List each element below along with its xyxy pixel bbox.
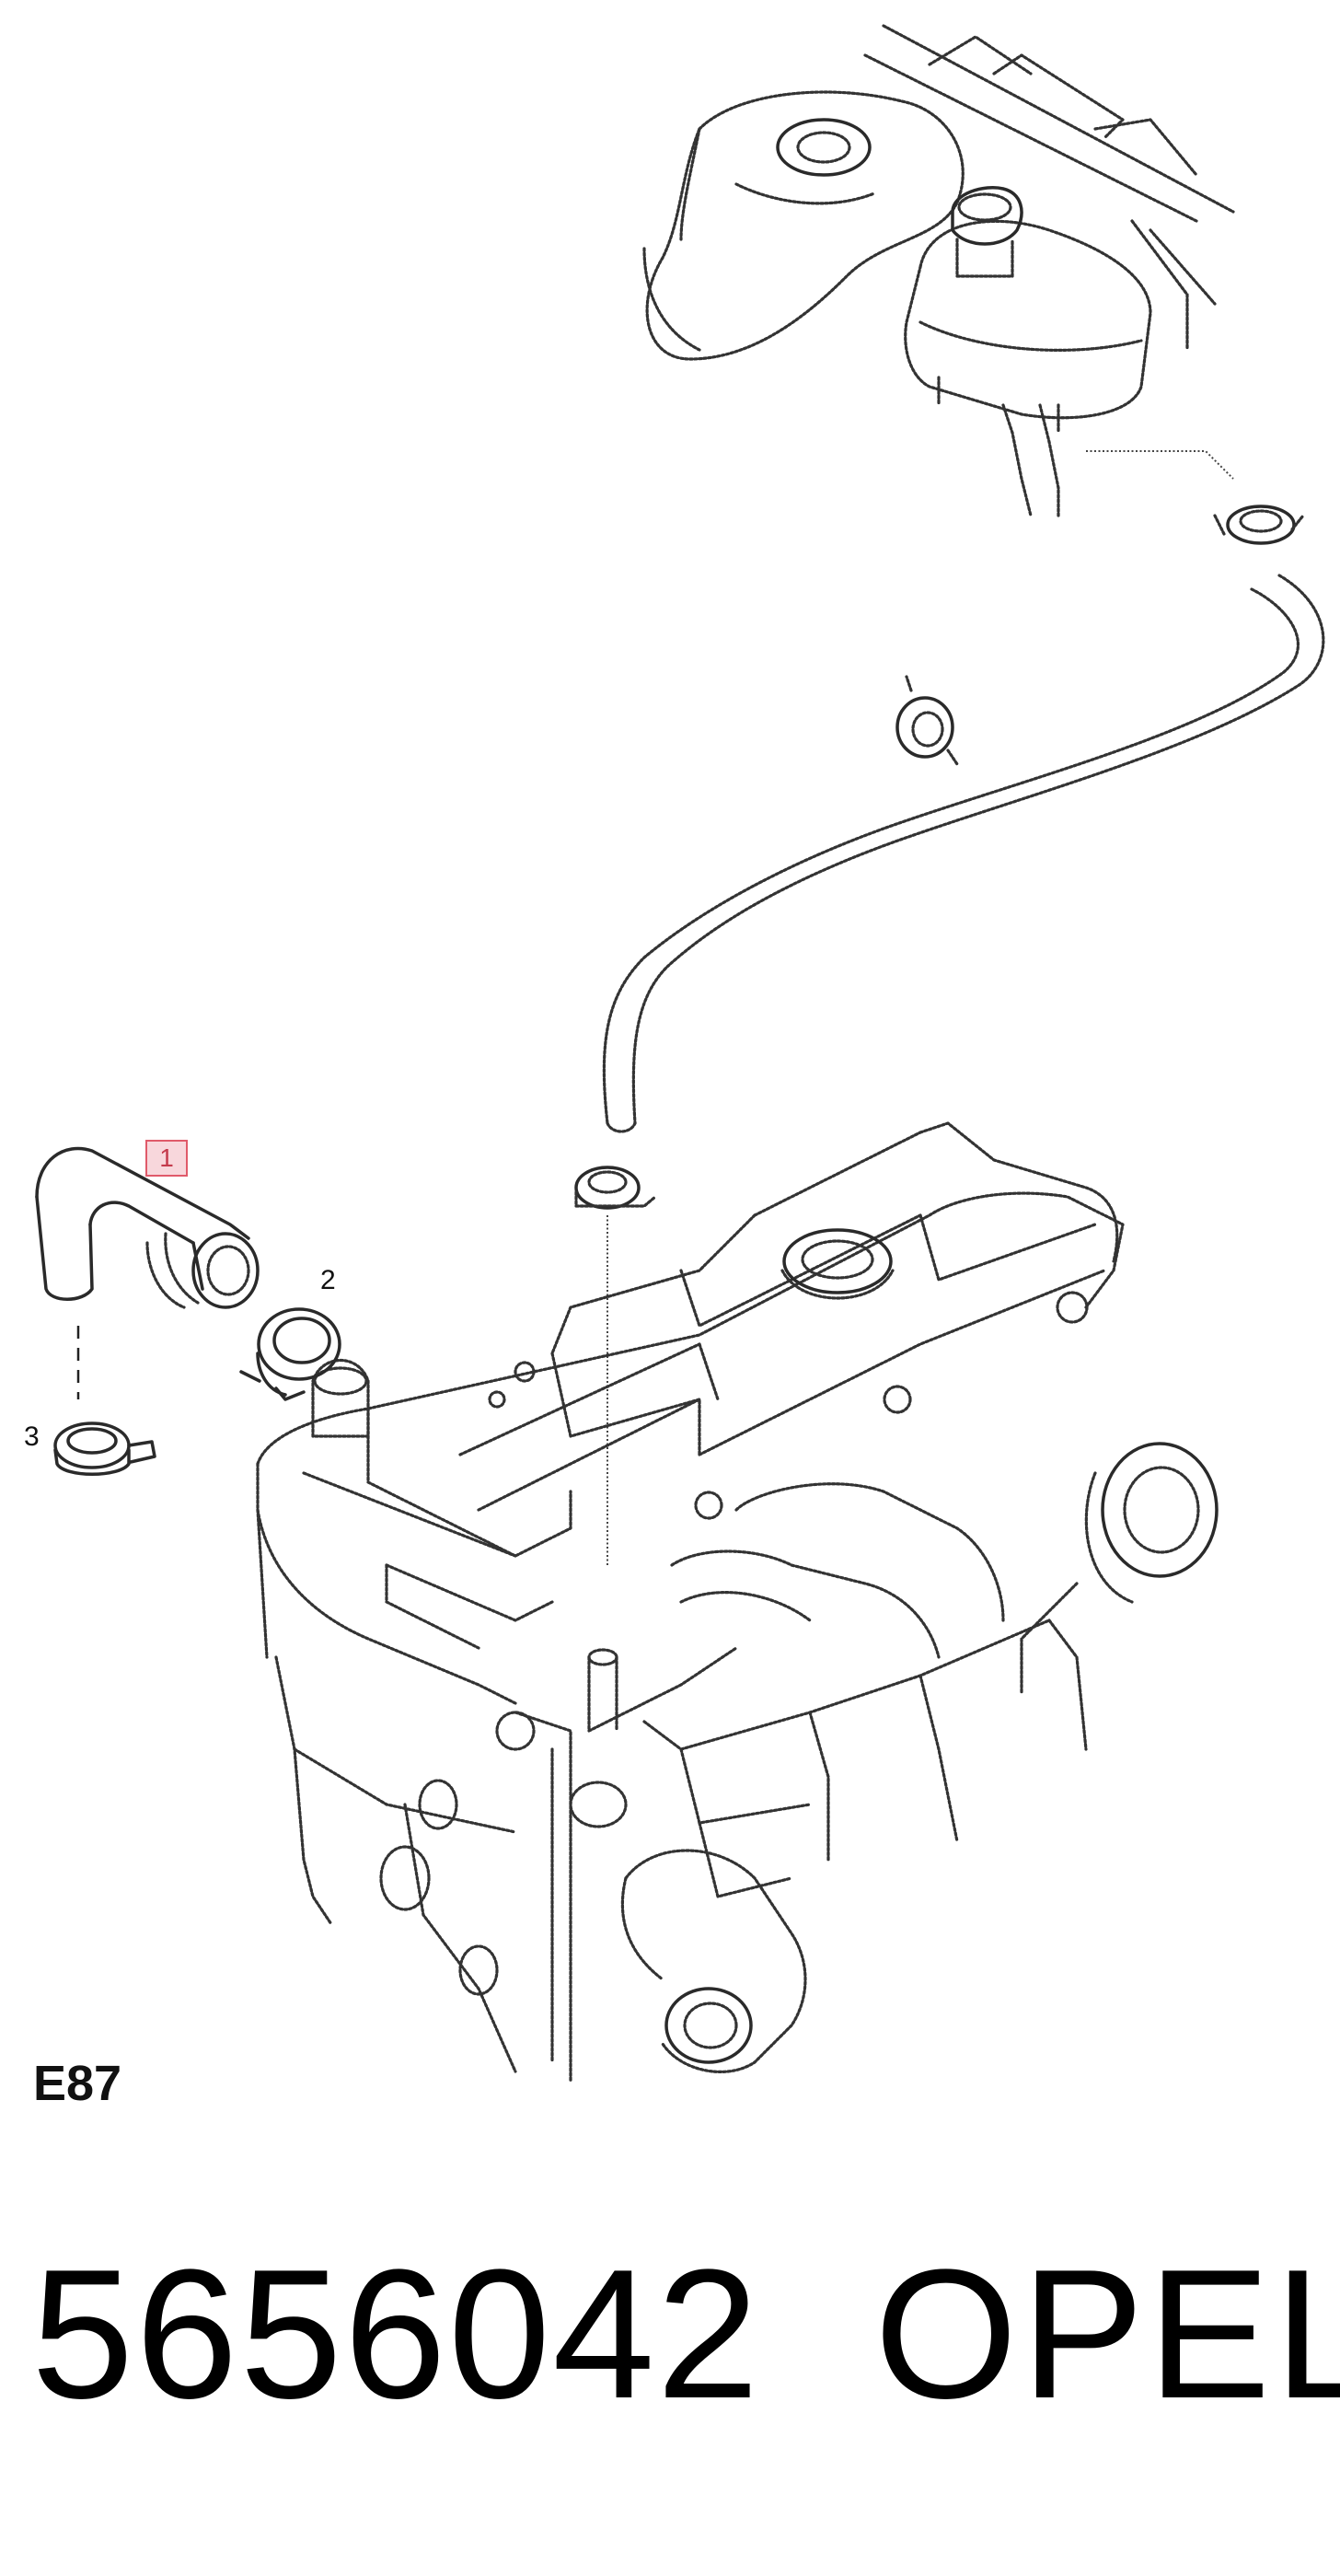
part-1-hose [35,1146,260,1309]
engine-assembly [256,1121,1219,2083]
part-2-clamp [239,1307,341,1401]
parts-diagram [35,24,1325,2083]
callout-1-label: 1 [145,1140,188,1177]
long-coolant-hose [602,574,1325,1133]
callout-3-label: 3 [24,1421,40,1452]
figure-code: E87 [33,2056,122,2111]
expansion-tank-assembly [642,24,1235,517]
part-3-clamp [53,1421,156,1476]
hose-clamp-upper [1213,505,1305,545]
part-number: 5656042 [31,2232,761,2437]
callout-2-label: 2 [320,1265,336,1295]
brand-name: OPEL [874,2232,1340,2437]
hose-clamp-middle [895,675,959,766]
hose-clamp-lower [574,1166,657,1565]
